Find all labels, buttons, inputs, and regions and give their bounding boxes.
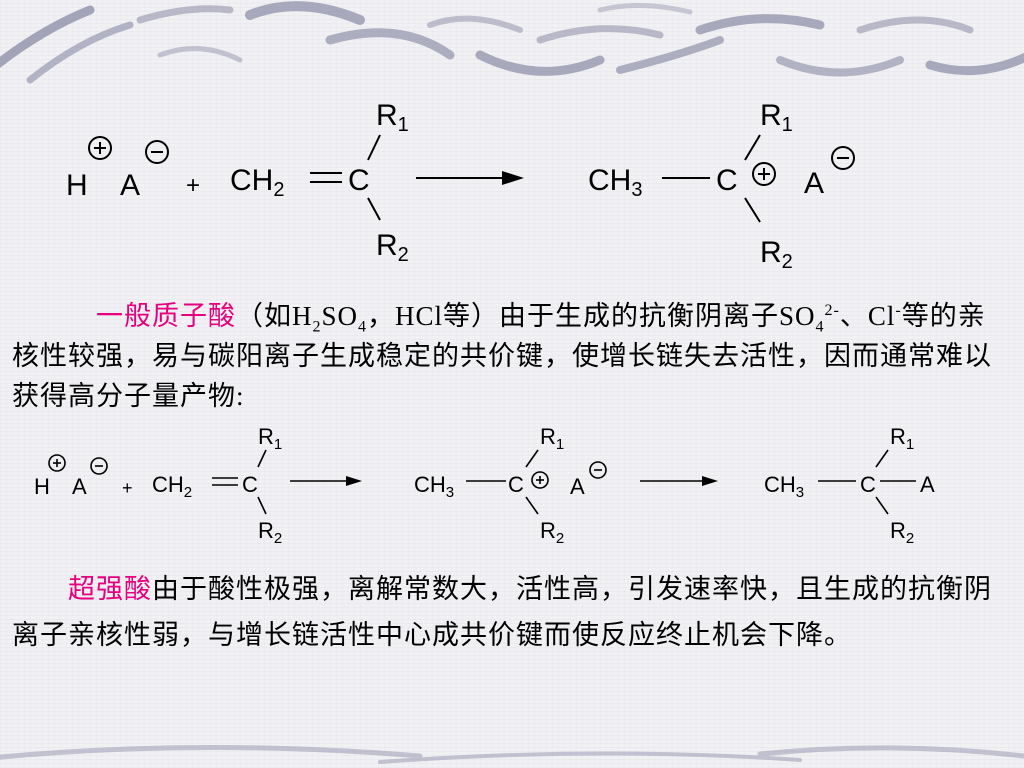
anion-a-label: A	[72, 474, 87, 499]
reaction-arrow-2-head	[702, 476, 718, 486]
product-r2-label: R2	[760, 236, 793, 273]
anion-a-label: A	[120, 169, 140, 202]
hydrogen-label: H	[34, 474, 50, 499]
carbocation-charge-circle	[752, 162, 776, 186]
paragraph-superacid: 超强酸由于酸性极强，离解常数大，活性高，引发速率快，且生成的抗衡阴离子亲核性弱，…	[12, 574, 992, 650]
counter-anion-a-label: A	[570, 474, 585, 499]
highlight-superacid: 超强酸	[68, 574, 152, 604]
highlight-protonic-acid: 一般质子酸	[96, 301, 236, 331]
intermediate-r2-label: R2	[540, 518, 564, 547]
ch3-label: CH3	[588, 164, 642, 201]
bond-c-r2	[367, 197, 381, 221]
product-r2-label: R2	[890, 518, 914, 547]
r1-label: R1	[376, 99, 409, 136]
r1-label: R1	[258, 424, 282, 453]
reaction-scheme-1: H A + CH2 C R1 R2 CH3 C A R1 R2	[66, 99, 855, 273]
bond-c-r1-product	[744, 134, 761, 161]
reaction-arrow-1-head	[346, 476, 362, 486]
counter-anion-charge-circle	[831, 146, 855, 170]
cation-charge-circle	[48, 454, 66, 472]
anion-charge-circle	[90, 457, 108, 475]
product-a-label: A	[920, 472, 935, 497]
bond-c-r1	[367, 134, 381, 161]
top-decorative-banner	[0, 1, 1024, 84]
reaction-arrow-head	[502, 171, 524, 185]
reaction-scheme-2: H A + CH2 C R1 R2 CH3 C A R1 R2 CH3 C A …	[34, 424, 935, 547]
product-r1-label: R1	[890, 424, 914, 453]
bond-c-r2-product	[744, 197, 761, 223]
ch3-label: CH3	[414, 472, 454, 501]
carbon-label: C	[242, 472, 258, 497]
paragraph-protonic-acid: 一般质子酸（如H2SO4，HCl等）由于生成的抗衡阴离子SO42-、Cl-等的亲…	[12, 301, 992, 411]
ch2-label: CH2	[152, 472, 192, 501]
ch2-label: CH2	[230, 164, 284, 201]
product-r1-label: R1	[760, 99, 793, 136]
anion-charge-circle	[145, 140, 169, 164]
counter-anion-charge-circle	[589, 461, 607, 479]
plus-sign: +	[186, 172, 200, 199]
product-ch3-label: CH3	[764, 472, 804, 501]
carbon-label: C	[348, 164, 370, 197]
cation-charge-circle	[88, 136, 112, 160]
carbocation-charge-circle	[531, 471, 549, 489]
intermediate-r1-label: R1	[540, 424, 564, 453]
r2-label: R2	[376, 229, 409, 266]
product-carbon-label: C	[860, 472, 876, 497]
carbocation-carbon-label: C	[508, 472, 524, 497]
r2-label: R2	[258, 518, 282, 547]
plus-sign: +	[122, 478, 133, 498]
counter-anion-a-label: A	[804, 167, 824, 200]
hydrogen-label: H	[66, 169, 88, 202]
bottom-decorative-banner	[0, 744, 1024, 764]
carbocation-carbon-label: C	[716, 164, 738, 197]
